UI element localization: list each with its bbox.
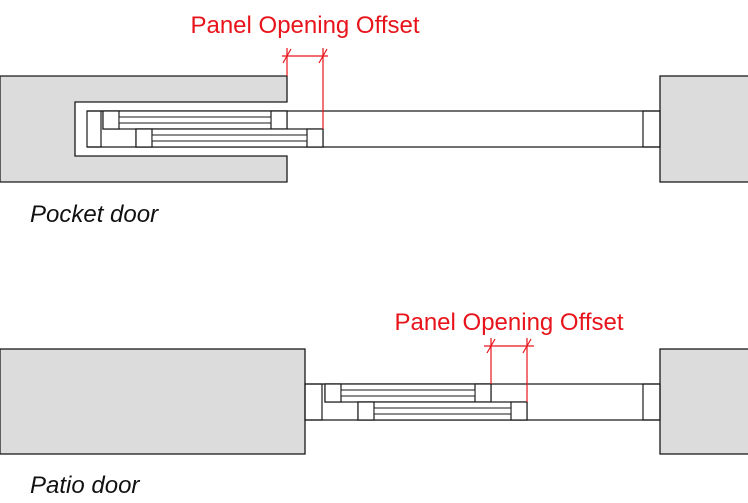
pocket-offset-label: Panel Opening Offset — [190, 12, 419, 39]
patio-door-caption: Patio door — [30, 472, 140, 499]
patio-jamb-left — [304, 383, 323, 421]
pocket-panel-1 — [102, 110, 288, 130]
pocket-door-caption: Pocket door — [30, 201, 159, 228]
pocket-right-wall — [659, 75, 748, 183]
patio-offset-dimension — [484, 338, 534, 402]
patio-door-section: Panel Opening Offset Patio door — [0, 309, 748, 499]
patio-right-wall — [659, 348, 748, 455]
pocket-offset-dimension — [282, 48, 328, 129]
patio-left-wall — [0, 348, 306, 455]
patio-jamb-right — [642, 383, 661, 421]
patio-panel-2 — [357, 401, 528, 421]
pocket-jamb-right — [642, 110, 661, 148]
pocket-frame-end — [86, 110, 102, 148]
pocket-left-wall — [0, 75, 288, 183]
pocket-door-section: Panel Opening Offset Pocket door — [0, 12, 748, 228]
patio-offset-label: Panel Opening Offset — [394, 309, 623, 336]
pocket-panel-2 — [135, 128, 324, 148]
patio-panel-1 — [324, 383, 492, 403]
